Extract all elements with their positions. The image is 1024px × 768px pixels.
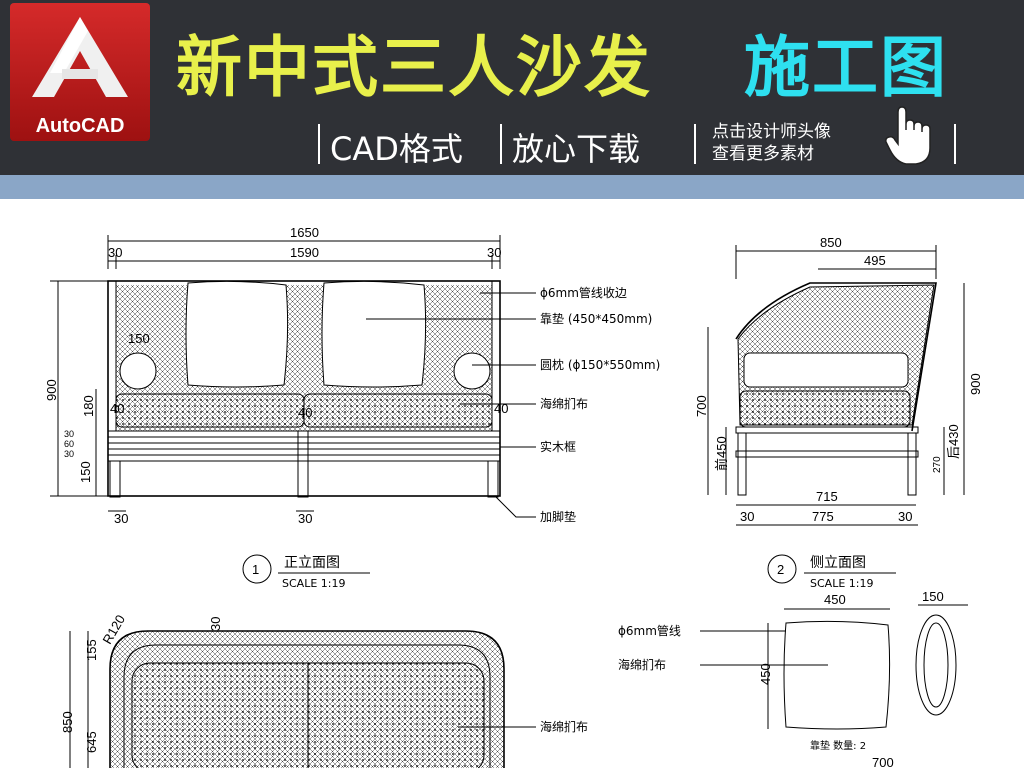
callout-cushion-pipe: ϕ6mm管线 (618, 623, 681, 638)
dim-front-450: 前450 (714, 436, 729, 471)
dim-775: 775 (812, 509, 834, 524)
dim-plan-850: 850 (60, 711, 75, 733)
dim-bottom-mid: 30 (298, 511, 312, 526)
divider (954, 124, 956, 164)
banner-title-accent: 施工图 (744, 29, 948, 106)
autocad-a-icon (32, 17, 128, 97)
banner-sub-cad: CAD格式 (330, 130, 463, 168)
banner-tip-line1: 点击设计师头像 (712, 122, 831, 142)
header-band (0, 175, 1024, 199)
dim-155: 155 (84, 639, 99, 661)
cad-drawing: 1650 1590 30 30 150 900 (44, 225, 983, 768)
banner-title-main: 新中式三人沙发 (176, 29, 652, 106)
banner-tip-line2: 查看更多素材 (712, 144, 814, 164)
callout-sponge: 海绵扪布 (540, 396, 588, 411)
dim-30a: 30 (64, 429, 74, 439)
callout-foot-pad: 加脚垫 (540, 509, 576, 524)
side-view-number: 2 (777, 562, 784, 577)
dim-700: 700 (694, 395, 709, 417)
front-view-scale: SCALE 1:19 (282, 577, 345, 590)
side-view: 850 495 700 前450 900 后430 270 715 30 775… (694, 235, 983, 590)
dim-leg-left: 40 (110, 401, 124, 416)
dim-right-arm: 30 (487, 245, 501, 260)
divider (318, 124, 320, 164)
callout-cushion: 靠垫 (450*450mm) (540, 311, 652, 326)
callout-wood-frame: 实木框 (540, 439, 576, 454)
dim-270: 270 (932, 456, 943, 473)
divider (694, 124, 696, 164)
dim-900: 900 (44, 379, 59, 401)
dim-1590: 1590 (290, 245, 319, 260)
dim-cushion-450h: 450 (758, 663, 773, 685)
pointer-hand-icon[interactable] (884, 104, 938, 168)
side-view-scale: SCALE 1:19 (810, 577, 873, 590)
dim-left-arm: 30 (108, 245, 122, 260)
banner-tip[interactable]: 点击设计师头像 查看更多素材 (712, 121, 831, 165)
cushion-detail: 450 450 ϕ6mm管线 海绵扪布 靠垫 数量: 2 700 150 (618, 589, 968, 768)
dim-bottom-left: 30 (114, 511, 128, 526)
plan-view: R120 30 155 850 645 海绵扪布 (60, 612, 588, 768)
front-view-title: 正立面图 (284, 555, 340, 571)
dim-side-30a: 30 (740, 509, 754, 524)
divider (500, 124, 502, 164)
front-view: 1650 1590 30 30 150 900 (44, 225, 660, 590)
dim-pillow-150: 150 (128, 331, 150, 346)
dim-side-900: 900 (968, 373, 983, 395)
dim-side-30b: 30 (898, 509, 912, 524)
dim-cushion-450w: 450 (824, 592, 846, 607)
dim-plan-30: 30 (208, 617, 223, 631)
dim-60: 60 (64, 439, 74, 449)
banner: AutoCAD 新中式三人沙发 施工图 CAD格式 放心下载 点击设计师头像 查… (0, 0, 1024, 175)
dim-leg-mid: 40 (298, 405, 312, 420)
callout-pipe-edge: ϕ6mm管线收边 (540, 285, 627, 300)
dim-495: 495 (864, 253, 886, 268)
dim-715: 715 (816, 489, 838, 504)
dim-leg-right: 40 (494, 401, 508, 416)
autocad-logo-text: AutoCAD (35, 115, 125, 137)
callout-plan-sponge: 海绵扪布 (540, 719, 588, 734)
side-view-title: 侧立面图 (810, 555, 866, 571)
dim-pillow-detail-150: 150 (922, 589, 944, 604)
banner-sub-download: 放心下载 (512, 130, 641, 168)
front-view-number: 1 (252, 562, 259, 577)
dim-180: 180 (81, 395, 96, 417)
dim-back-430: 后430 (946, 424, 961, 459)
dim-30b: 30 (64, 449, 74, 459)
dim-150: 150 (78, 461, 93, 483)
autocad-logo: AutoCAD (10, 3, 150, 141)
dim-1650: 1650 (290, 225, 319, 240)
dim-cushion-bottom: 700 (872, 755, 894, 768)
callout-cushion-sponge: 海绵扪布 (618, 657, 666, 672)
dim-850: 850 (820, 235, 842, 250)
callout-bolster: 圆枕 (ϕ150*550mm) (540, 357, 660, 372)
dim-645: 645 (84, 731, 99, 753)
cushion-note: 靠垫 数量: 2 (810, 739, 866, 752)
